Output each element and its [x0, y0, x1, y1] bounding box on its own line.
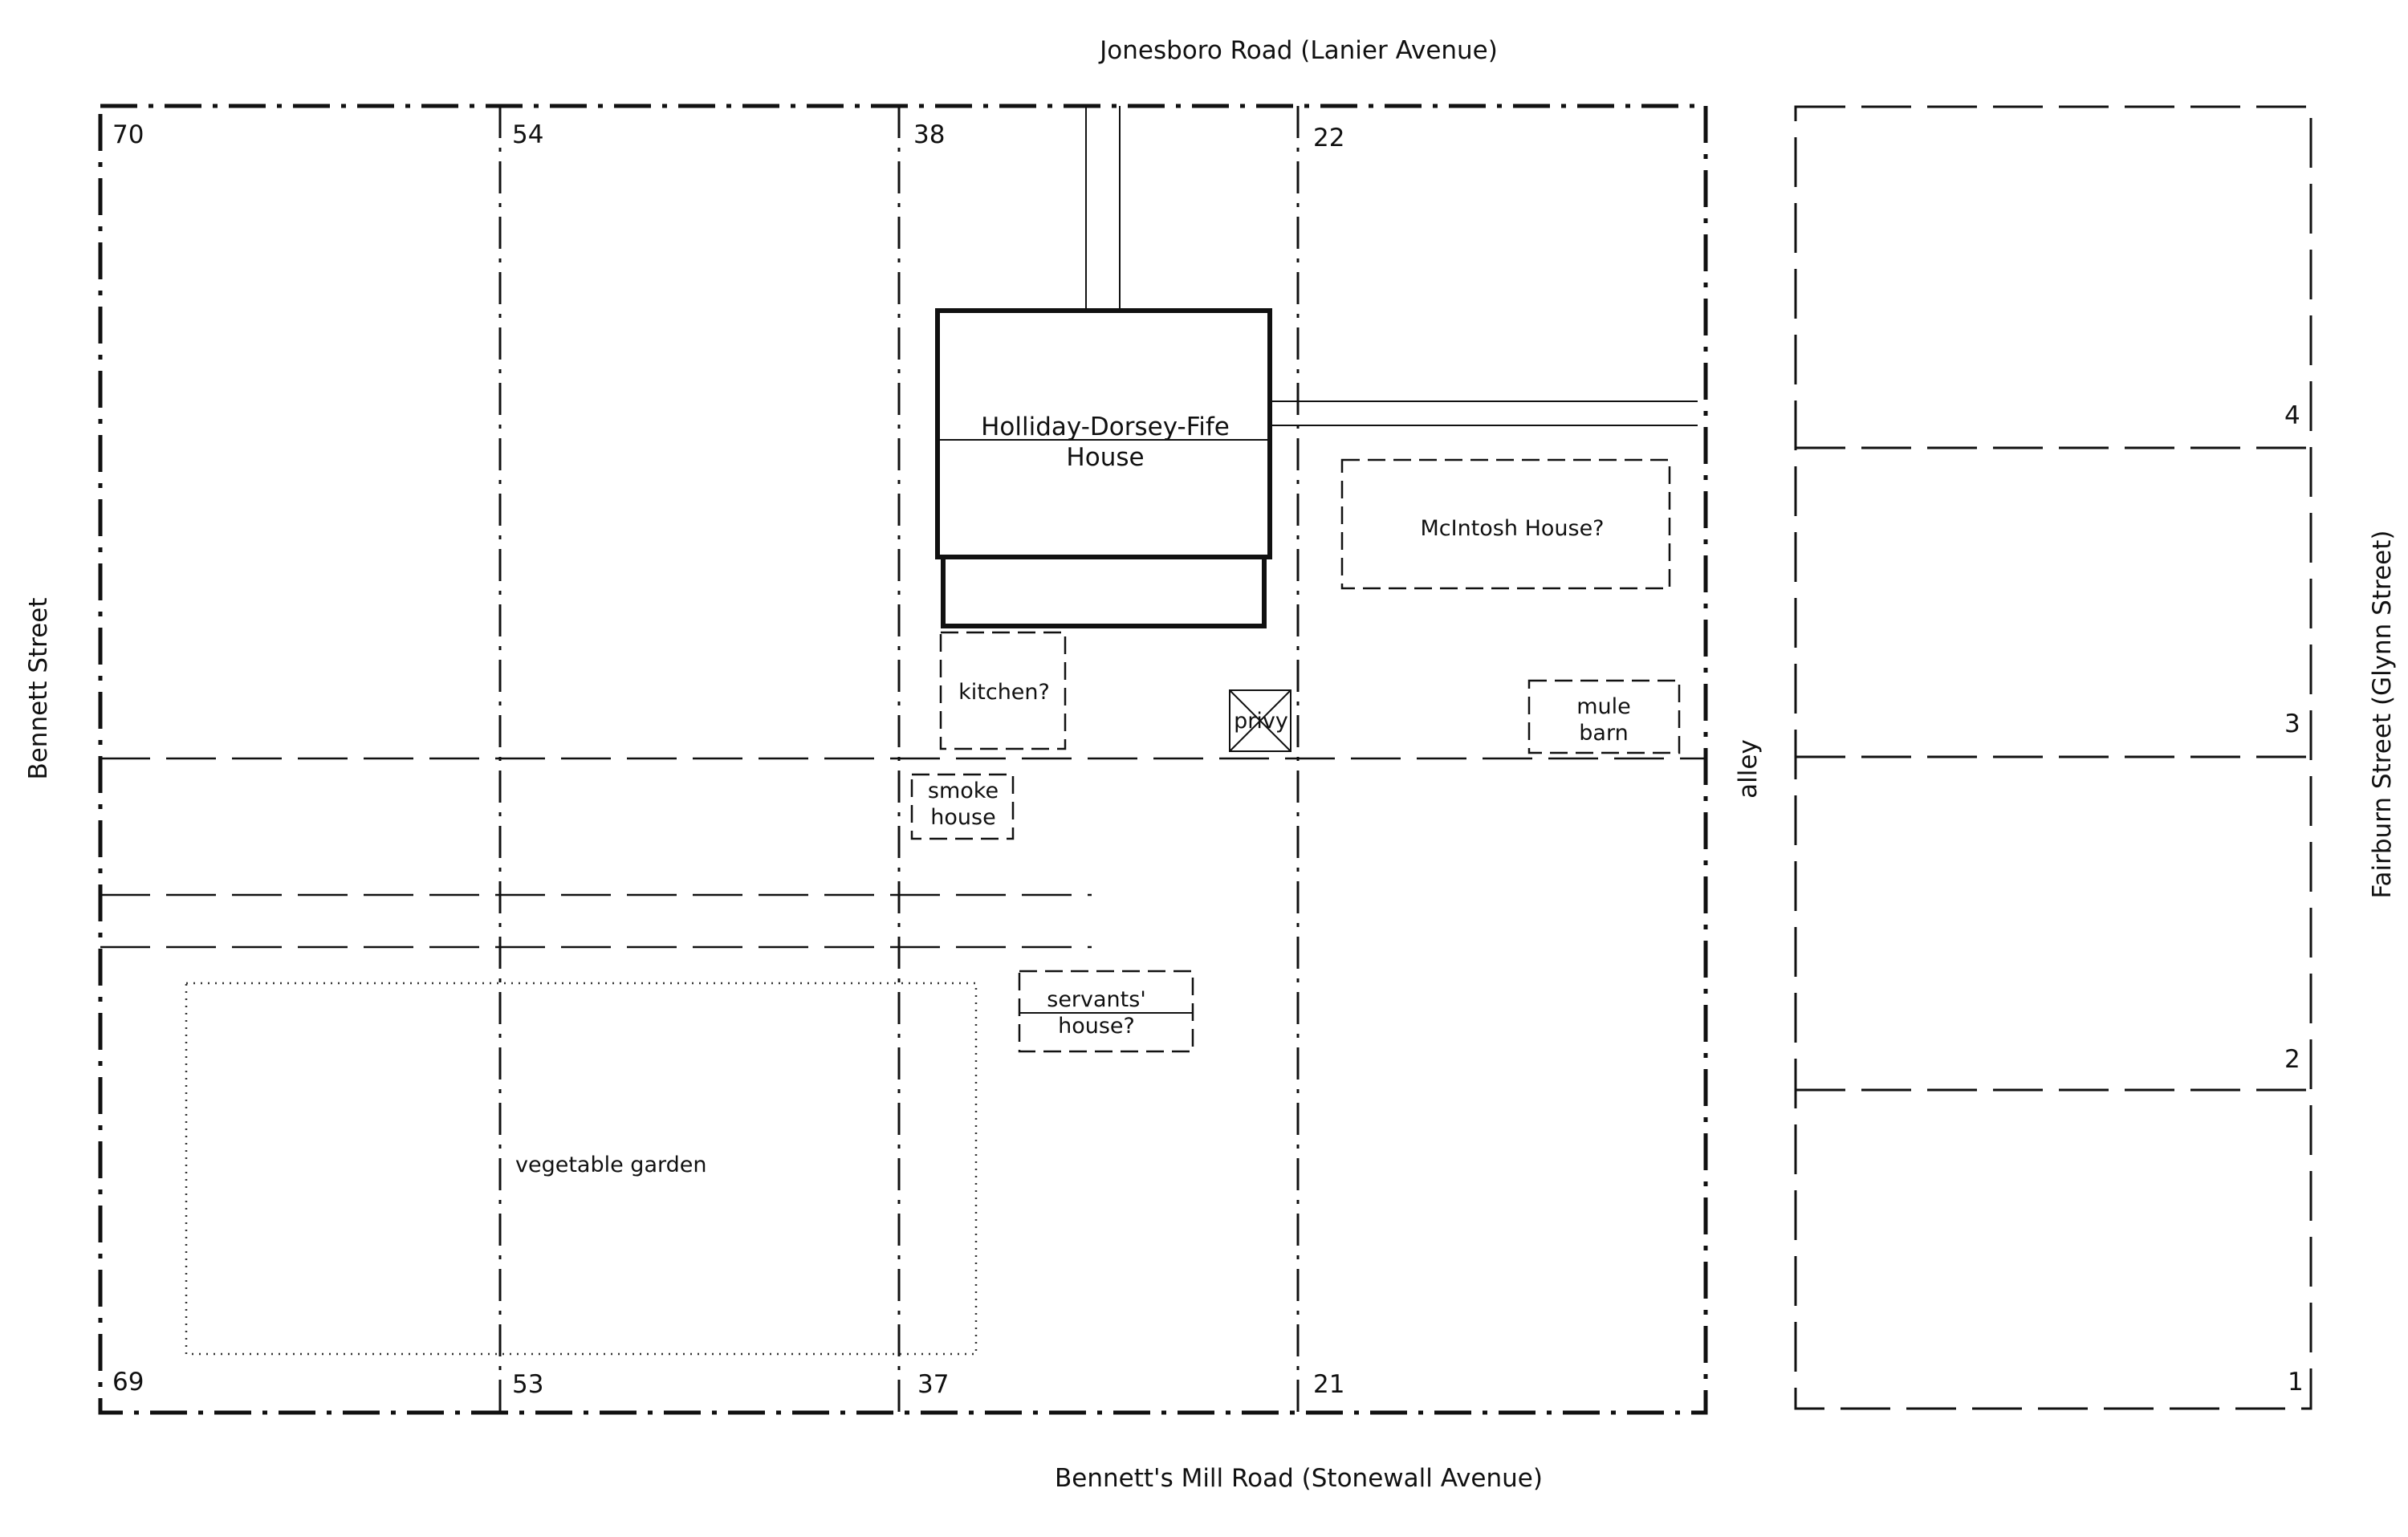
privy-label: privy — [1234, 709, 1288, 734]
lot-number-2: 2 — [2284, 1045, 2300, 1074]
servants-house-label-line1: servants' — [1047, 987, 1146, 1012]
street-label-west: Bennett Street — [24, 597, 53, 779]
mule-barn-label-line1: mule — [1576, 694, 1631, 719]
dashed-property-lines — [100, 757, 1706, 949]
smoke-house-label-line1: smoke — [928, 779, 999, 803]
street-label-north: Jonesboro Road (Lanier Avenue) — [1098, 36, 1498, 65]
walkways — [1085, 106, 1698, 426]
lot-number-53: 53 — [512, 1370, 543, 1399]
street-label-south: Bennett's Mill Road (Stonewall Avenue) — [1055, 1464, 1543, 1493]
outbuildings — [910, 458, 1681, 1053]
lot-number-37: 37 — [917, 1370, 949, 1399]
kitchen-label: kitchen? — [958, 680, 1050, 705]
main-house-label-line2: House — [1066, 443, 1144, 472]
mcintosh-house-label: McIntosh House? — [1420, 516, 1604, 541]
smoke-house-label-line2: house — [930, 805, 995, 830]
lot-number-1: 1 — [2288, 1368, 2304, 1397]
lot-number-69: 69 — [112, 1368, 144, 1397]
lot-number-54: 54 — [512, 120, 543, 149]
servants-house-label-line2: house? — [1058, 1014, 1135, 1039]
main-house-rear-wing — [941, 555, 1267, 628]
lot-number-4: 4 — [2284, 401, 2300, 430]
street-label-east: Fairburn Street (Glynn Street) — [2368, 531, 2397, 899]
lot-number-38: 38 — [913, 120, 945, 149]
main-house-label-line1: Holliday-Dorsey-Fife — [981, 413, 1230, 441]
privy-symbol — [1229, 689, 1291, 752]
alley-label: alley — [1734, 739, 1763, 799]
vegetable-garden-label: vegetable garden — [515, 1153, 706, 1177]
lot-number-21: 21 — [1313, 1370, 1344, 1399]
east-block — [1794, 105, 2312, 1410]
lot-number-22: 22 — [1313, 124, 1344, 152]
lot-number-3: 3 — [2284, 710, 2300, 738]
lot-number-70: 70 — [112, 120, 144, 149]
vegetable-garden-outline — [185, 982, 978, 1356]
mule-barn-label-line2: barn — [1579, 721, 1628, 746]
